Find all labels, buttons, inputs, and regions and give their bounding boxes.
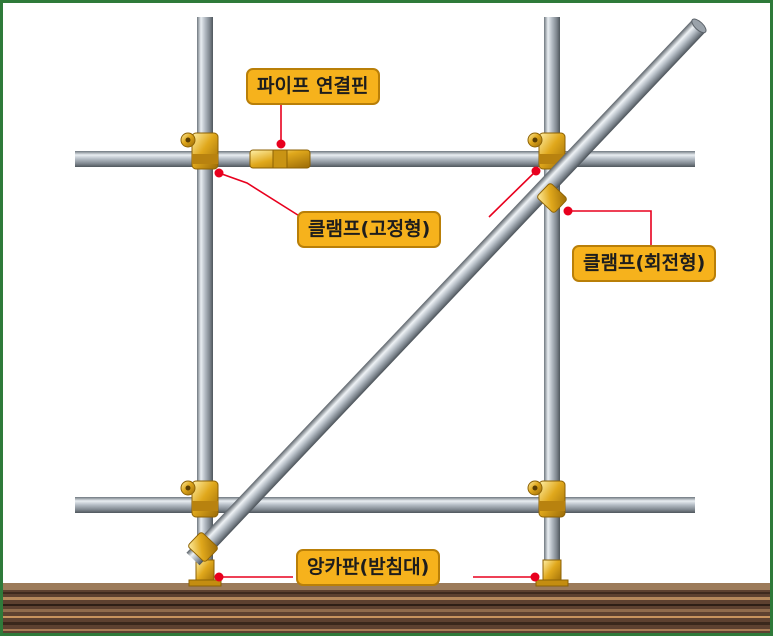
swivel-clamp-bottom [188,532,218,562]
base-plate-right [535,559,569,587]
bottom-horizontal-pipe [75,497,695,513]
swivel-clamp-top [537,183,567,213]
leader-lines [218,103,652,578]
fixed-clamp-top-left [180,132,219,170]
label-pipe-joint-pin: 파이프 연결핀 [246,68,380,105]
fixed-clamp-bottom-right [527,480,566,518]
top-horizontal-pipe [75,151,695,167]
label-fixed-clamp: 클램프(고정형) [297,211,442,248]
fixed-clamp-bottom-left [180,480,219,518]
diagonal-brace-pipe [186,18,707,566]
leader-dots [214,139,573,582]
label-base-plate: 앙카판(받침대) [296,549,441,586]
ground [3,583,770,633]
pipe-joint-pin [249,149,311,169]
label-swivel-clamp: 클램프(회전형) [572,245,717,282]
fixed-clamp-top-right [527,132,566,170]
base-plate-left [188,559,222,587]
